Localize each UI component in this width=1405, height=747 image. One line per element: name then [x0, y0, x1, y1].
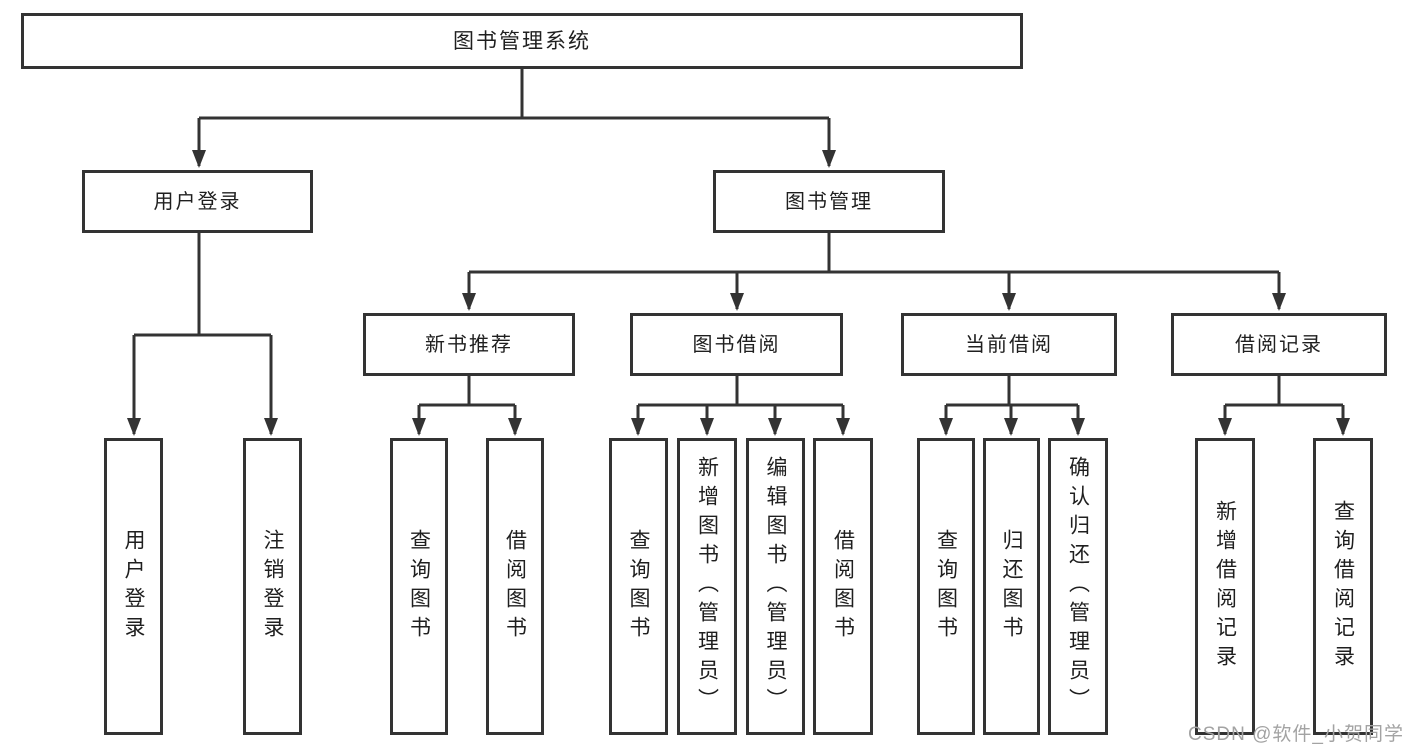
leaf-return-books: 归还图书	[983, 438, 1040, 735]
leaf-add-borrow-record: 新增借阅记录	[1195, 438, 1255, 735]
node-borrowing-records: 借阅记录	[1171, 313, 1387, 376]
leaf-borrow-books-borrowing: 借阅图书	[813, 438, 873, 735]
node-current-borrowing: 当前借阅	[901, 313, 1117, 376]
node-new-book-recommendation: 新书推荐	[363, 313, 575, 376]
leaf-user-login: 用户登录	[104, 438, 163, 735]
leaf-logout: 注销登录	[243, 438, 302, 735]
leaf-query-books-current: 查询图书	[917, 438, 975, 735]
node-library-management-system: 图书管理系统	[21, 13, 1023, 69]
node-book-management: 图书管理	[713, 170, 945, 233]
leaf-query-books-borrowing: 查询图书	[609, 438, 668, 735]
csdn-watermark: CSDN @软件_小贺同学	[1188, 724, 1404, 745]
leaf-query-borrow-record: 查询借阅记录	[1313, 438, 1373, 735]
leaf-edit-book-admin: 编辑图书（管理员）	[746, 438, 805, 735]
leaf-confirm-return-admin: 确认归还（管理员）	[1048, 438, 1108, 735]
leaf-query-books-recommend: 查询图书	[390, 438, 448, 735]
node-book-borrowing: 图书借阅	[630, 313, 843, 376]
leaf-add-book-admin: 新增图书（管理员）	[677, 438, 737, 735]
leaf-borrow-books-recommend: 借阅图书	[486, 438, 544, 735]
node-user-login: 用户登录	[82, 170, 313, 233]
